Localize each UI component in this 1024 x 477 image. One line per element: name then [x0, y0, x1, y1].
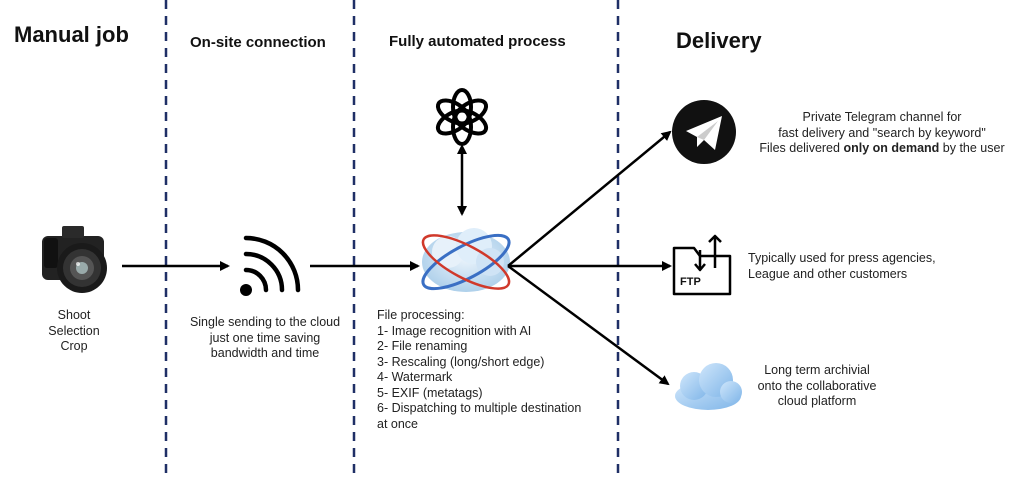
processing-step: 6- Dispatching to multiple destination: [377, 401, 582, 415]
heading-delivery: Delivery: [676, 28, 762, 53]
processing-list: File processing: 1- Image recognition wi…: [377, 308, 613, 432]
caption-line: Single sending to the cloud: [189, 315, 341, 329]
openai-icon: [435, 88, 489, 146]
arrow-to-telegram: [507, 130, 672, 267]
caption-line: Shoot: [57, 308, 91, 322]
heading-manual-job: Manual job: [14, 22, 129, 47]
caption-line: League and other customers: [748, 266, 908, 281]
wifi-icon: [240, 235, 301, 296]
ftp-caption: Typically used for press agencies, Leagu…: [748, 251, 978, 282]
caption-line: Private Telegram channel for: [802, 110, 962, 124]
caption-text: Files delivered: [759, 141, 844, 155]
caption-line: cloud platform: [777, 394, 857, 408]
processing-step: 4- Watermark: [377, 370, 453, 384]
processing-step: 3- Rescaling (long/short edge): [377, 354, 545, 369]
caption-text: by the user: [939, 141, 1005, 155]
caption-line: bandwidth and time: [210, 346, 320, 360]
telegram-caption: Private Telegram channel for fast delive…: [746, 110, 1018, 157]
caption-line: Long term archivial: [764, 363, 870, 377]
heading-onsite-connection: On-site connection: [190, 34, 326, 51]
ftp-icon: [672, 234, 732, 296]
wifi-caption: Single sending to the cloud just one tim…: [180, 315, 350, 362]
heading-automated-process: Fully automated process: [389, 33, 566, 50]
cloud-processing-icon: [421, 228, 511, 292]
processing-title: File processing:: [377, 308, 465, 322]
telegram-icon: [672, 100, 736, 164]
caption-emphasis: only on demand: [843, 141, 940, 155]
caption-line: Typically used for press agencies,: [748, 251, 936, 265]
caption-line: Files delivered only on demand by the us…: [746, 141, 1018, 157]
ftp-icon-label: FTP: [680, 276, 701, 288]
caption-line: onto the collaborative: [757, 378, 877, 393]
camera-caption: Shoot Selection Crop: [36, 308, 112, 355]
caption-line: Crop: [60, 339, 88, 353]
caption-line: Selection: [48, 323, 100, 338]
caption-line: just one time saving: [209, 330, 321, 345]
cloud-icon: [675, 363, 742, 410]
arrow-to-archive: [507, 264, 670, 386]
camera-icon: [42, 226, 107, 293]
caption-line: fast delivery and "search by keyword": [778, 125, 986, 140]
processing-step: at once: [377, 416, 419, 431]
processing-step: 5- EXIF (metatags): [377, 385, 483, 400]
processing-step: 2- File renaming: [377, 339, 468, 353]
processing-step: 1- Image recognition with AI: [377, 323, 532, 338]
archive-caption: Long term archivial onto the collaborati…: [742, 363, 892, 410]
